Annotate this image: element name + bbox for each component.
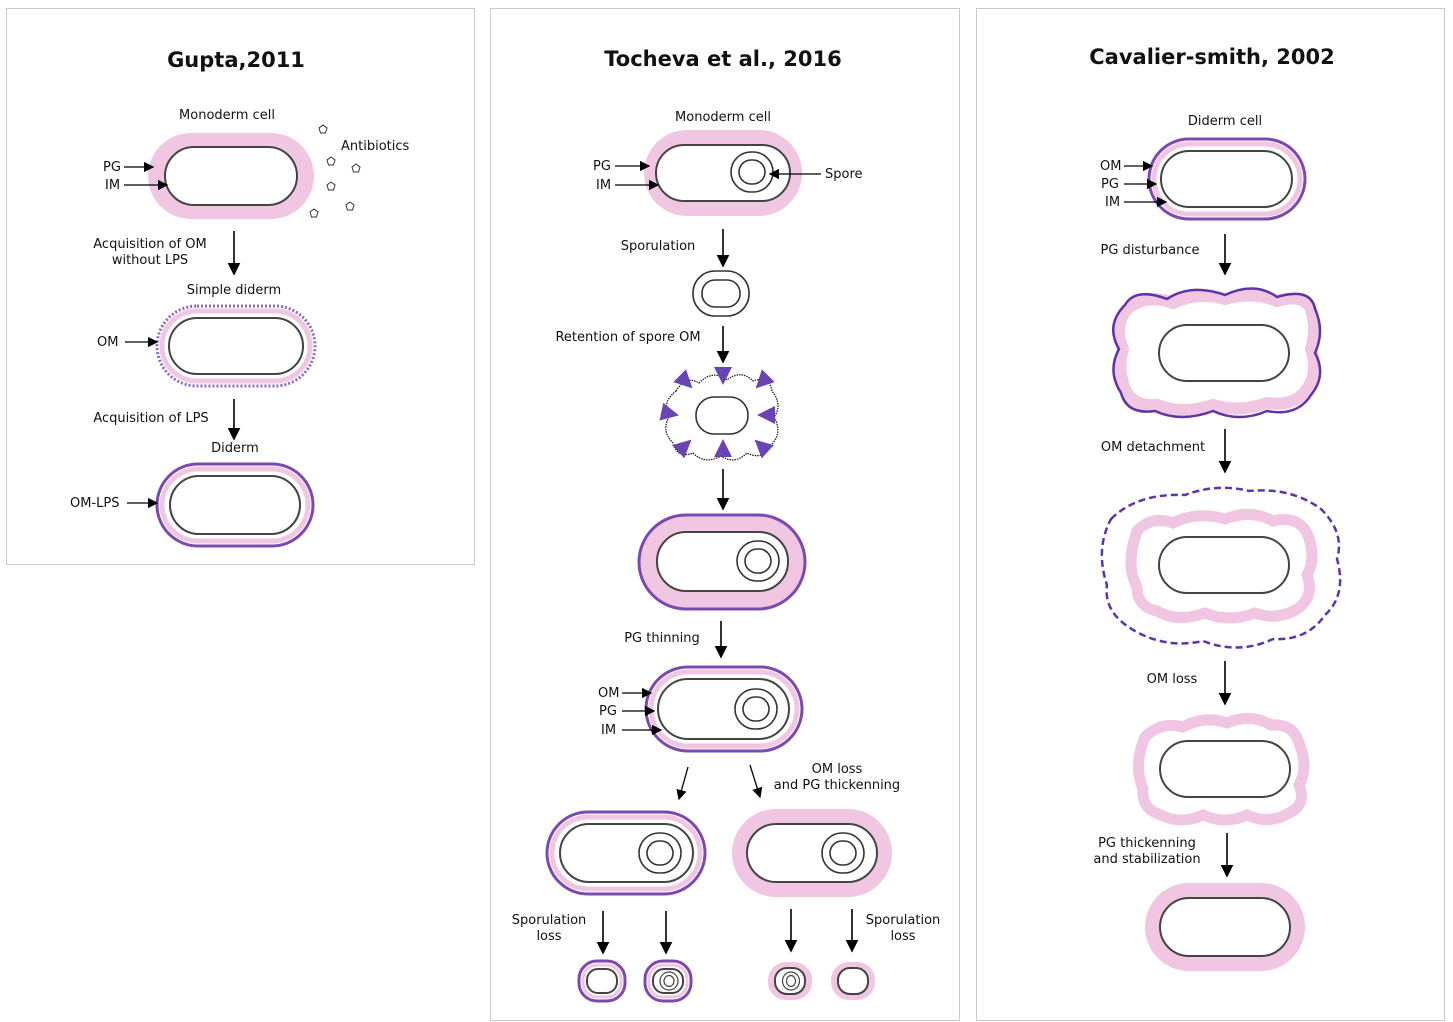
antibiotics-label: Antibiotics: [341, 139, 410, 154]
tocheva-thin-pg-cell: [644, 665, 804, 753]
tocheva-germinating-spore: [659, 367, 779, 461]
cavalier-diderm-cell: [1147, 137, 1307, 221]
cavalier-diagram: Cavalier-smith, 2002 Diderm cell OM PG I…: [1089, 45, 1342, 971]
gupta-simple-diderm-label: Simple diderm: [187, 283, 281, 298]
tocheva-small-cell-2: [643, 959, 693, 1003]
panel-tocheva: Tocheva et al., 2016 Monoderm cell PG IM…: [490, 8, 960, 1021]
cavalier-pg-thick-line1: PG thickenning: [1098, 836, 1196, 851]
tocheva-diagram: Tocheva et al., 2016 Monoderm cell PG IM…: [512, 47, 941, 1003]
tocheva-small-cell-3: [768, 962, 812, 1000]
cavalier-im-label: IM: [1105, 195, 1120, 210]
cavalier-pg-thick-line2: and stabilization: [1093, 852, 1200, 867]
tocheva-bottom-left-cell: [545, 810, 707, 896]
gupta-om-label: OM: [97, 335, 118, 350]
tocheva-pg-label: PG: [593, 159, 611, 174]
tocheva-sporulation-loss-left-1: Sporulation: [512, 913, 587, 928]
tocheva-om-loss-line2: and PG thickenning: [774, 778, 900, 793]
gupta-diagram: Gupta,2011 Monoderm cell PG IM Antibioti…: [70, 48, 410, 548]
gupta-simple-diderm-cell: [155, 304, 317, 388]
tocheva-sporulation-loss-right-1: Sporulation: [866, 913, 941, 928]
tocheva-sporulation-loss-right-2: loss: [890, 929, 915, 944]
gupta-step2: Acquisition of LPS: [93, 411, 208, 426]
cavalier-title: Cavalier-smith, 2002: [1089, 45, 1334, 69]
gupta-diderm-label: Diderm: [211, 441, 259, 456]
gupta-diderm-cell: [155, 462, 315, 548]
cavalier-om-label: OM: [1100, 159, 1121, 174]
gupta-im-label: IM: [105, 178, 120, 193]
panel-gupta: Gupta,2011 Monoderm cell PG IM Antibioti…: [6, 8, 475, 565]
cavalier-om-loss-label: OM loss: [1147, 672, 1198, 687]
cavalier-pg-label: PG: [1101, 177, 1119, 192]
tocheva-retention-label: Retention of spore OM: [555, 330, 700, 345]
tocheva-sporulation-loss-left-2: loss: [536, 929, 561, 944]
gupta-monoderm-cell: [148, 133, 314, 219]
gupta-step1-line2: without LPS: [112, 253, 188, 268]
tocheva-monoderm-label: Monoderm cell: [675, 110, 771, 125]
cavalier-monoderm-cell: [1145, 883, 1305, 971]
tocheva-om-label: OM: [598, 686, 619, 701]
cavalier-disturbed-cell: [1112, 287, 1322, 419]
tocheva-diderm-spore-cell: [637, 513, 807, 611]
cavalier-pg-only-cell: [1133, 713, 1310, 826]
tocheva-small-cell-1: [577, 959, 627, 1003]
tocheva-im2-label: IM: [601, 723, 616, 738]
panel-cavalier: Cavalier-smith, 2002 Diderm cell OM PG I…: [976, 8, 1445, 1021]
gupta-step1-line1: Acquisition of OM: [93, 237, 206, 252]
tocheva-spore: [692, 270, 750, 317]
tocheva-pg-thinning-label: PG thinning: [624, 631, 700, 646]
antibiotics-icon: [309, 124, 361, 218]
gupta-title: Gupta,2011: [167, 48, 305, 72]
tocheva-pg2-label: PG: [599, 704, 617, 719]
tocheva-monoderm-cell: [644, 130, 802, 216]
gupta-pg-label: PG: [103, 160, 121, 175]
tocheva-spore-label: Spore: [825, 167, 863, 182]
cavalier-detaching-cell: [1100, 486, 1342, 649]
cavalier-pg-disturbance-label: PG disturbance: [1101, 243, 1200, 258]
gupta-monoderm-label: Monoderm cell: [179, 108, 275, 123]
gupta-om-lps-label: OM-LPS: [70, 496, 119, 511]
tocheva-im-label: IM: [596, 178, 611, 193]
tocheva-sporulation-label: Sporulation: [621, 239, 696, 254]
cavalier-om-detachment-label: OM detachment: [1101, 440, 1205, 455]
tocheva-small-cell-4: [831, 962, 875, 1000]
tocheva-om-loss-line1: OM loss: [812, 762, 863, 777]
tocheva-bottom-right-cell: [732, 809, 892, 897]
tocheva-title: Tocheva et al., 2016: [604, 47, 841, 71]
cavalier-diderm-label: Diderm cell: [1188, 114, 1262, 129]
